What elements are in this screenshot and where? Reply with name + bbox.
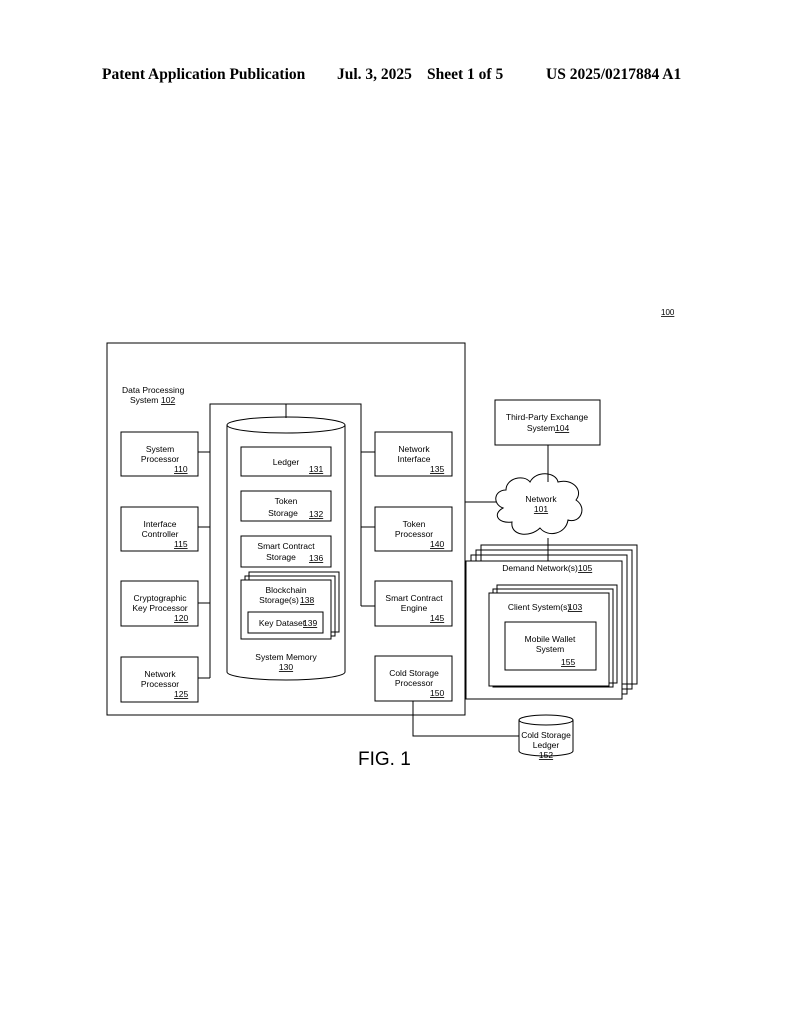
smart-contract-storage-label: Smart Contract — [257, 541, 315, 551]
network-processor-label-2: Processor — [141, 679, 179, 689]
mobile-wallet-box — [504, 621, 597, 671]
dps-label: Data Processing — [122, 385, 185, 395]
token-processor-label-2: Processor — [395, 529, 433, 539]
interface-controller-number: 115 — [174, 539, 188, 549]
system-processor-number: 110 — [174, 464, 188, 474]
interface-controller-label: Interface — [143, 519, 176, 529]
blockchain-storage-box — [240, 579, 332, 640]
cold-storage-ledger-cylinder — [518, 720, 574, 757]
network-interface-label: Network — [398, 444, 430, 454]
token-processor-label: Token — [403, 519, 426, 529]
key-dataset-label: Key Dataset — [259, 618, 306, 628]
smart-contract-engine-box — [374, 580, 453, 627]
key-dataset-number: 139 — [303, 618, 317, 628]
token-storage-label-2: Storage — [268, 508, 298, 518]
interface-controller-label-2: Controller — [142, 529, 179, 539]
smart-contract-engine-label-2: Engine — [401, 603, 428, 613]
page-header: Patent Application Publication Jul. 3, 2… — [0, 66, 794, 90]
patent-number: US 2025/0217884 A1 — [546, 66, 682, 83]
crypto-processor-number: 120 — [174, 613, 188, 623]
system-processor-box — [120, 431, 199, 477]
network-processor-box — [120, 656, 199, 703]
smart-contract-engine-label: Smart Contract — [385, 593, 443, 603]
token-processor-number: 140 — [430, 539, 444, 549]
cold-storage-ledger-label: Cold Storage — [521, 730, 571, 740]
ledger-number: 131 — [309, 464, 323, 474]
dps-number: 102 — [161, 395, 175, 405]
network-interface-label-2: Interface — [397, 454, 430, 464]
mobile-wallet-label-2: System — [536, 644, 564, 654]
smart-contract-storage-box — [240, 535, 332, 568]
network-processor-number: 125 — [174, 689, 188, 699]
third-party-label: Third-Party Exchange — [506, 412, 588, 422]
demand-networks-number: 105 — [578, 563, 592, 573]
token-storage-number: 132 — [309, 509, 323, 519]
crypto-key-processor-box — [120, 580, 199, 627]
third-party-label-2: System — [527, 423, 555, 433]
token-processor-box — [374, 506, 453, 552]
crypto-processor-label-2: Key Processor — [132, 603, 187, 613]
dps-label-2: System — [130, 395, 158, 405]
data-processing-system-box — [106, 342, 466, 716]
cold-storage-ledger-label-2: Ledger — [533, 740, 560, 750]
system-processor-label: System — [146, 444, 174, 454]
figure-reference-number: 100 — [661, 308, 675, 317]
cold-storage-ledger-number: 152 — [539, 750, 553, 760]
system-memory-cylinder — [226, 425, 346, 681]
smart-contract-engine-number: 145 — [430, 613, 444, 623]
figure-caption: FIG. 1 — [358, 749, 411, 770]
system-processor-label-2: Processor — [141, 454, 179, 464]
network-processor-label: Network — [144, 669, 176, 679]
interface-controller-box — [120, 506, 199, 552]
key-dataset-box — [247, 611, 324, 634]
blockchain-storage-number: 138 — [300, 595, 314, 605]
blockchain-storage-label-2: Storage(s) — [259, 595, 299, 605]
smart-contract-storage-label-2: Storage — [266, 552, 296, 562]
ledger-box — [240, 446, 332, 477]
third-party-number: 104 — [555, 423, 569, 433]
cold-storage-processor-label: Cold Storage — [389, 668, 439, 678]
demand-networks-label: Demand Network(s) — [502, 563, 578, 573]
sheet-number: Sheet 1 of 5 — [427, 66, 504, 83]
client-systems-number: 103 — [568, 602, 582, 612]
smart-contract-storage-number: 136 — [309, 553, 323, 563]
mobile-wallet-number: 155 — [561, 657, 575, 667]
token-storage-box — [240, 490, 332, 522]
network-number: 101 — [534, 504, 548, 514]
publication-title: Patent Application Publication — [102, 66, 306, 83]
publication-date: Jul. 3, 2025 — [337, 66, 412, 83]
network-cloud — [495, 473, 583, 535]
system-memory-label: System Memory — [255, 652, 317, 662]
network-label: Network — [525, 494, 557, 504]
client-systems-label: Client System(s) — [508, 602, 571, 612]
cold-storage-processor-label-2: Processor — [395, 678, 433, 688]
ledger-label: Ledger — [273, 457, 300, 467]
network-interface-box — [374, 431, 453, 477]
network-interface-number: 135 — [430, 464, 444, 474]
system-memory-number: 130 — [279, 662, 293, 672]
blockchain-storage-label: Blockchain — [265, 585, 306, 595]
crypto-processor-label: Cryptographic — [134, 593, 188, 603]
mobile-wallet-label: Mobile Wallet — [525, 634, 576, 644]
cold-storage-processor-number: 150 — [430, 688, 444, 698]
token-storage-label: Token — [275, 496, 298, 506]
